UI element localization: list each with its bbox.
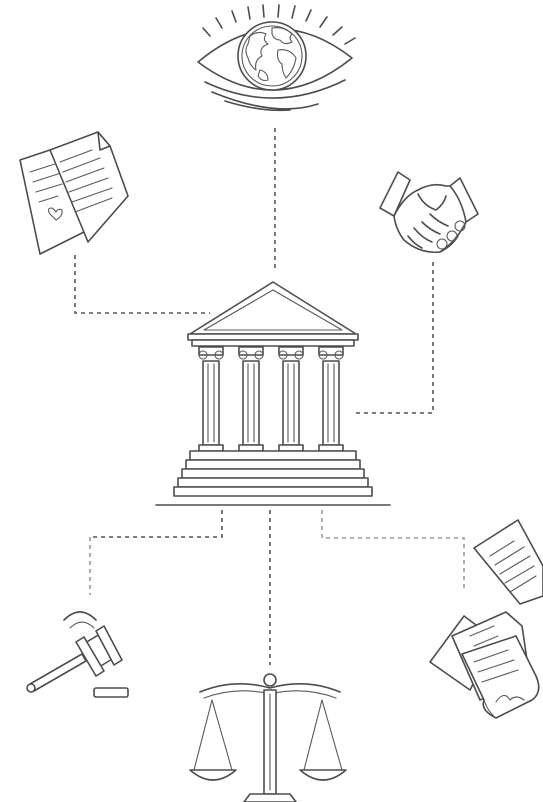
connector-contracts bbox=[321, 510, 465, 590]
connectors bbox=[74, 128, 465, 665]
connector-documents bbox=[74, 255, 210, 314]
documents-icon bbox=[19, 131, 129, 255]
connector-handshake bbox=[356, 262, 434, 414]
paper-sheet-icon bbox=[473, 519, 543, 605]
courthouse-icon bbox=[155, 281, 391, 506]
scales-of-justice-icon bbox=[189, 673, 347, 802]
handshake-icon bbox=[379, 171, 479, 254]
connector-gavel bbox=[90, 510, 223, 538]
gavel-icon bbox=[26, 611, 129, 698]
signed-contracts-icon bbox=[429, 611, 540, 719]
eye-globe-icon bbox=[197, 4, 356, 112]
